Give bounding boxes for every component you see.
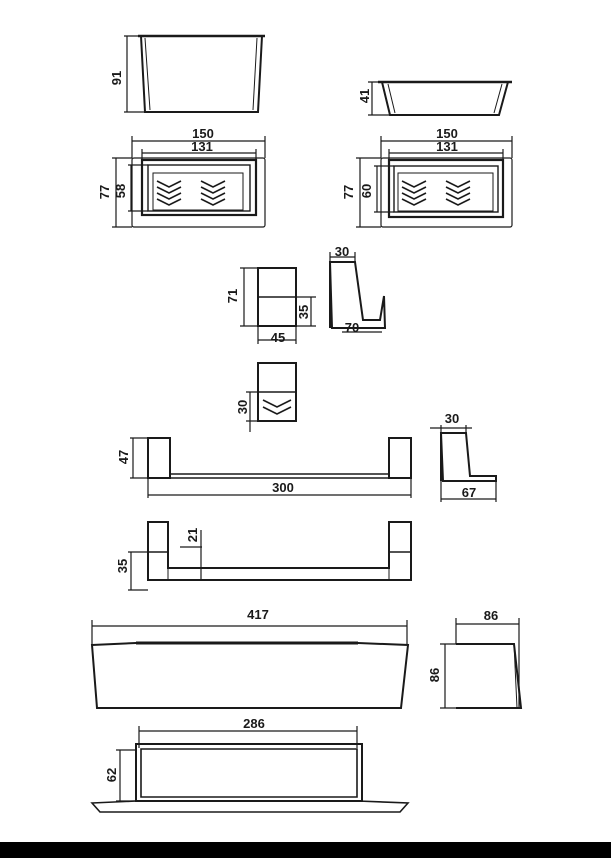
hook-side-view [328, 252, 387, 333]
dim-towel-bar-length: 300 [272, 480, 294, 495]
dim-small-basket-inner-width: 131 [191, 139, 213, 154]
dim-shelf-height: 86 [427, 668, 442, 682]
dim-hook-height: 71 [225, 289, 240, 303]
dim-shelf-depth: 86 [484, 608, 498, 623]
towel-bar-back-view [128, 521, 412, 591]
shelf-side-view [440, 618, 523, 709]
shelf-top-view [90, 726, 410, 813]
dim-small-basket-outer-width: 150 [192, 126, 214, 141]
dim-hook-width: 45 [271, 330, 285, 345]
dim-large-basket-height: 41 [357, 89, 372, 103]
small-holder-front-view [246, 362, 297, 432]
dim-hook-top-depth: 30 [335, 244, 349, 259]
dim-hook-depth: 70 [345, 320, 359, 335]
dim-holder-height: 30 [235, 400, 250, 414]
dim-small-basket-outer-depth: 77 [97, 185, 112, 199]
dim-shelf-inner-depth: 62 [104, 768, 119, 782]
dimension-labels: 91 150 131 77 58 41 150 131 77 60 71 35 … [97, 71, 498, 782]
dim-towel-bar-back-height: 35 [115, 559, 130, 573]
dim-small-basket-height: 91 [109, 71, 124, 85]
large-basket-side-view [368, 80, 512, 116]
large-basket-top-view [356, 136, 513, 228]
dim-towel-bar-drop: 21 [185, 528, 200, 542]
dim-shelf-length: 417 [247, 607, 269, 622]
dim-towel-bar-height: 47 [116, 450, 131, 464]
dim-large-basket-inner-depth: 60 [359, 184, 374, 198]
towel-bar-front-view [130, 437, 412, 498]
dim-large-basket-inner-width: 131 [436, 139, 458, 154]
dim-large-basket-outer-depth: 77 [341, 185, 356, 199]
dim-towel-bar-depth: 67 [462, 485, 476, 500]
small-basket-top-view [112, 136, 266, 228]
bottom-black-bar [0, 842, 611, 858]
shelf-front-view [90, 620, 410, 709]
dim-hook-lower-height: 35 [296, 305, 311, 319]
dim-towel-bar-top-depth: 30 [445, 411, 459, 426]
dim-small-basket-inner-depth: 58 [113, 184, 128, 198]
dim-large-basket-outer-width: 150 [436, 126, 458, 141]
hook-front-view [240, 267, 316, 344]
towel-bar-side-view [430, 425, 497, 502]
dim-shelf-inner-length: 286 [243, 716, 265, 731]
small-basket-side-view [124, 34, 265, 113]
